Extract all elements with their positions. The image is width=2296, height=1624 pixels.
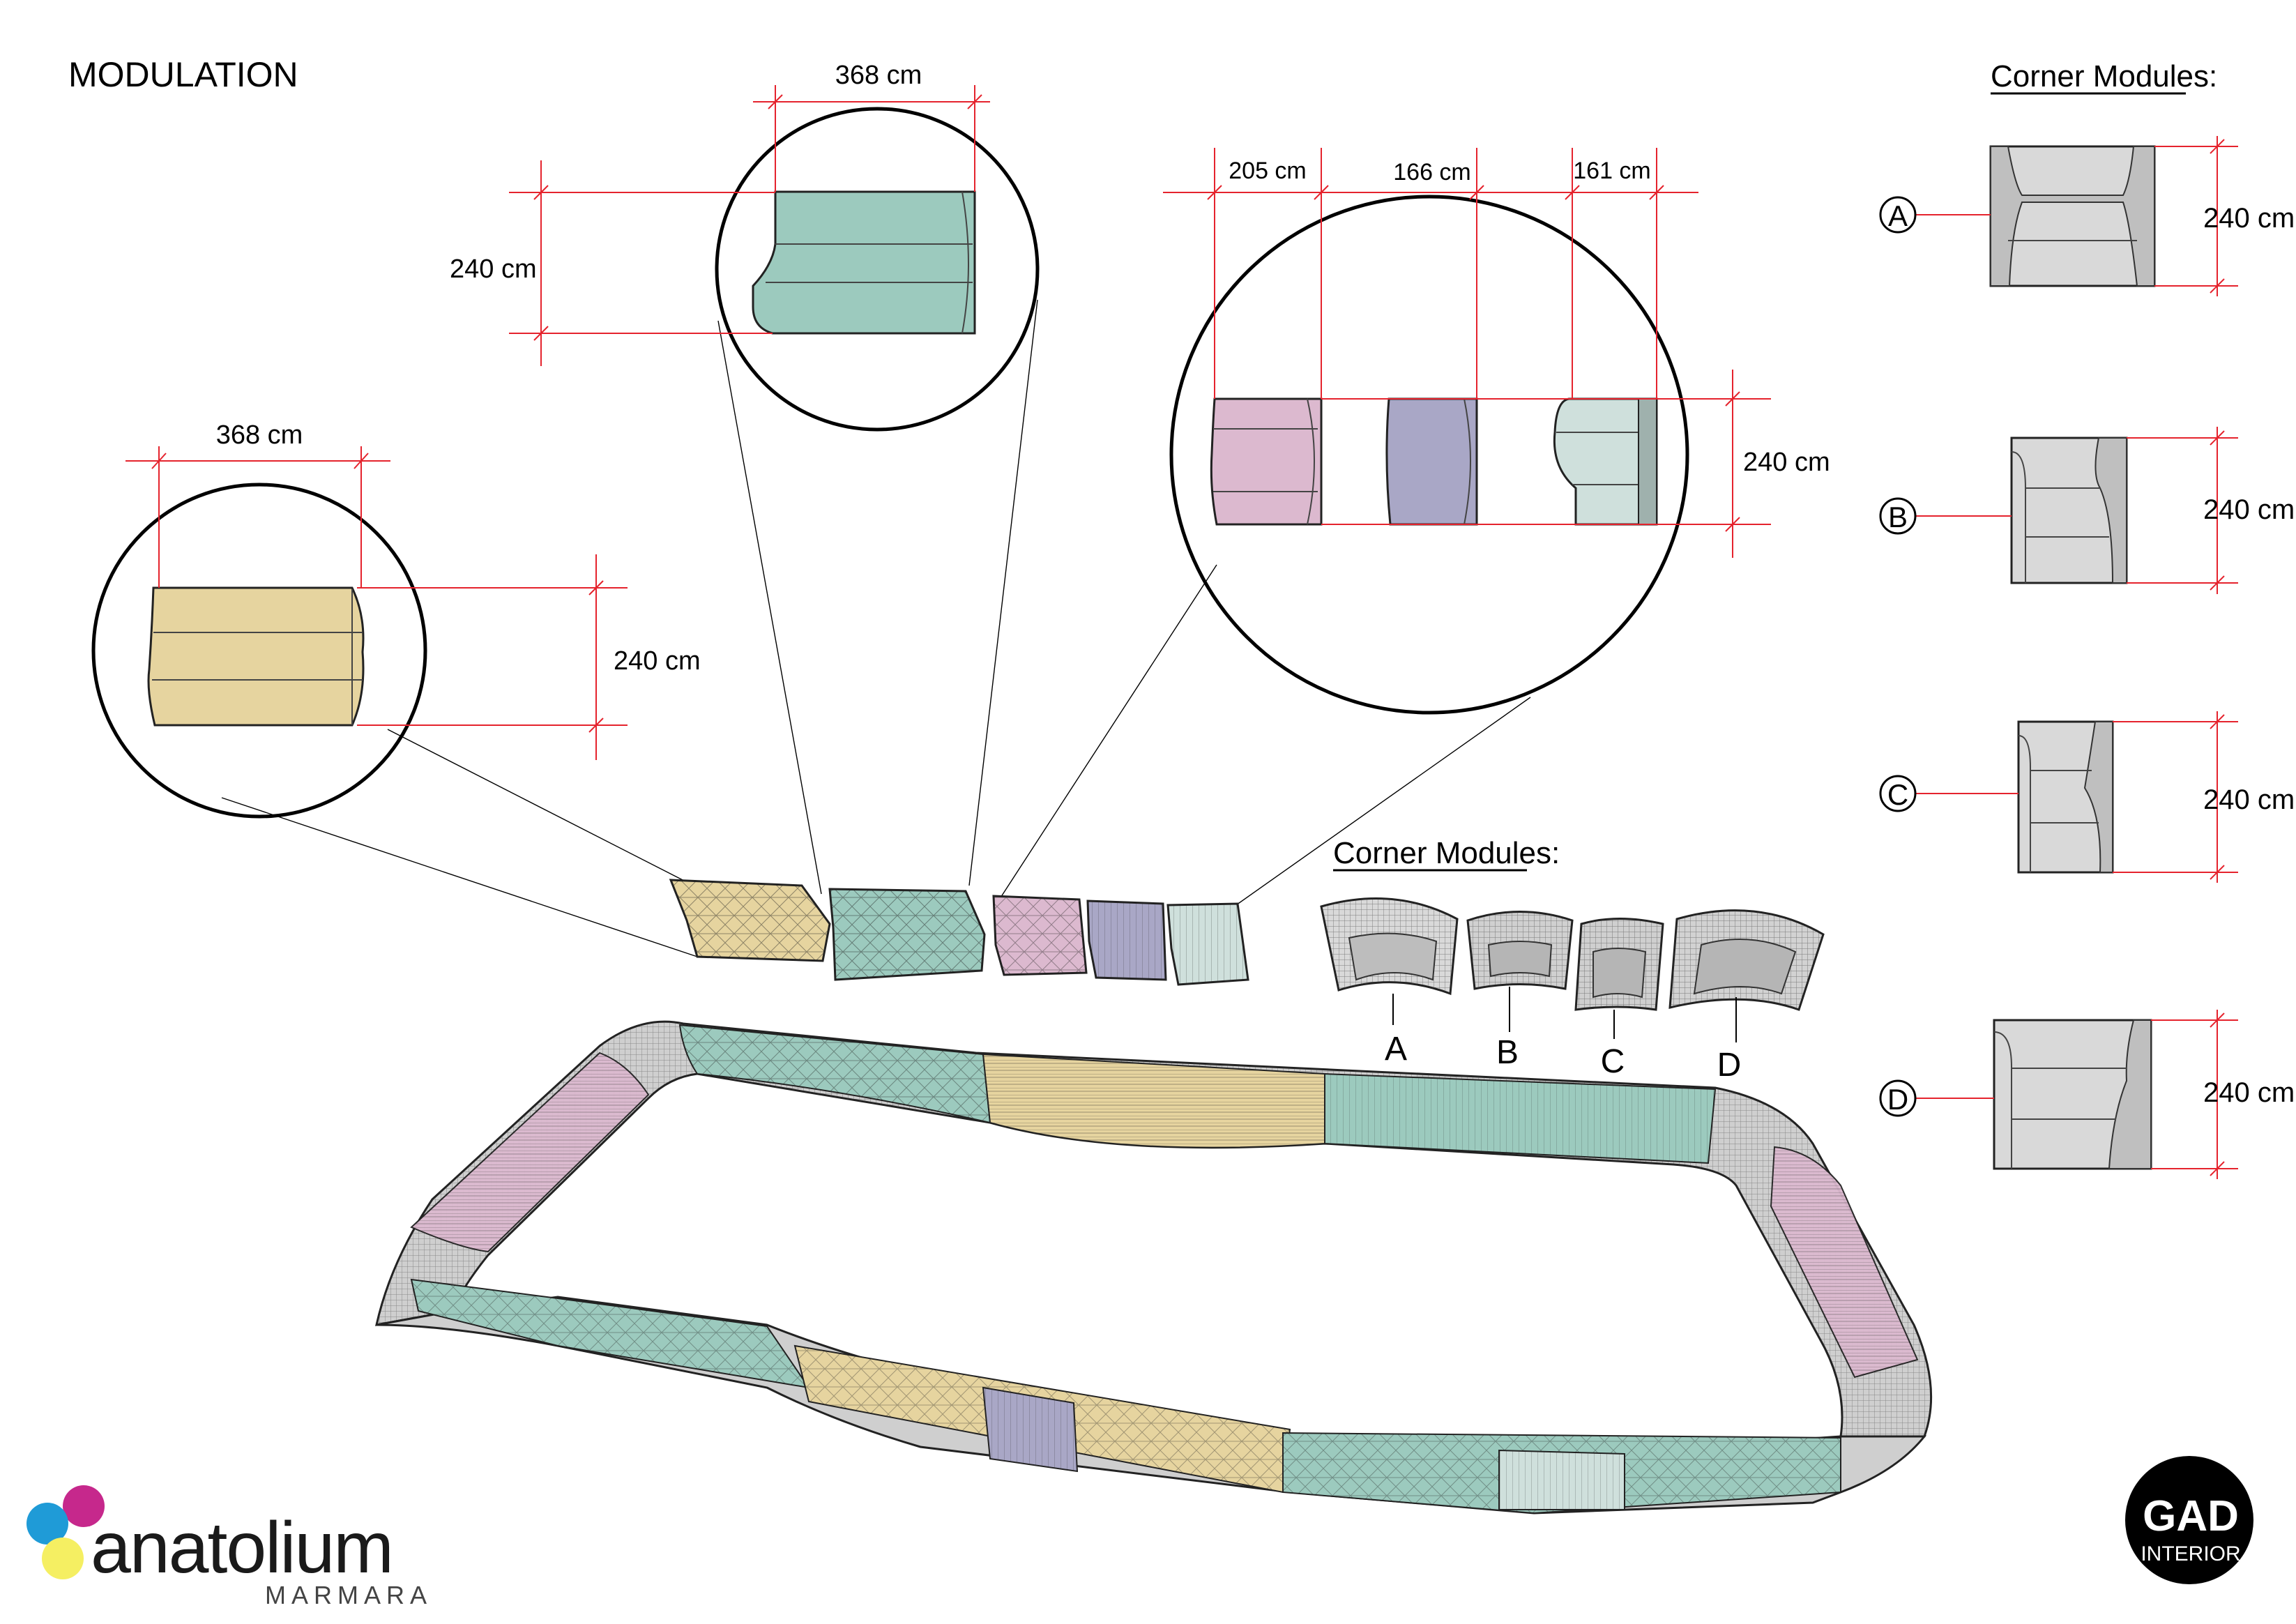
- logo-dot-cyan: [26, 1503, 68, 1545]
- detail-circle-top: 368 cm 240 cm: [450, 61, 1040, 432]
- dim-right-w1: 205 cm: [1229, 158, 1307, 184]
- corner-label-mid-d: D: [1717, 1047, 1742, 1084]
- corner-plan-a-depth: 240 cm: [2203, 203, 2295, 234]
- pink-module-plan: [1210, 397, 1323, 526]
- page-title: MODULATION: [68, 55, 298, 94]
- badge-top: GAD: [2143, 1492, 2239, 1540]
- detail-circle-left: 368 cm 240 cm: [91, 420, 701, 819]
- leader-lines: [221, 299, 1531, 957]
- module-3d-sand: [669, 879, 831, 962]
- logo-sub: MARMARA: [265, 1581, 432, 1609]
- corner-plan-b-letter: B: [1888, 501, 1908, 533]
- lavender-module-plan: [1385, 397, 1478, 526]
- corner-module-3d-c: [1574, 918, 1664, 1011]
- badge-bottom: INTERIOR: [2141, 1542, 2240, 1565]
- corner-plan-d: D 240 cm: [1879, 1010, 2295, 1179]
- teal-module-plan: [752, 190, 976, 335]
- corner-modules-heading-right: Corner Modules:: [1991, 59, 2217, 93]
- corner-module-3d-b: [1466, 911, 1574, 990]
- corner-plan-c-letter: C: [1887, 778, 1908, 811]
- logo-dot-magenta: [63, 1485, 105, 1527]
- corner-label-mid-b: B: [1496, 1034, 1519, 1071]
- corner-plan-b: B 240 cm: [1879, 427, 2295, 594]
- corner-modules-3d: A B C D: [1320, 897, 1825, 1084]
- mint-module-plan: [1553, 397, 1658, 526]
- corner-plan-c-depth: 240 cm: [2203, 784, 2295, 815]
- dim-left-width: 368 cm: [216, 420, 303, 450]
- corner-plan-a: A 240 cm: [1879, 136, 2295, 296]
- corner-plan-c: C 240 cm: [1879, 711, 2295, 883]
- dim-left-depth: 240 cm: [614, 646, 701, 676]
- logo-brand: anatolium: [91, 1508, 393, 1588]
- module-row-3d: [669, 879, 1249, 986]
- module-3d-mint: [1166, 902, 1249, 986]
- corner-plan-b-depth: 240 cm: [2203, 494, 2295, 525]
- module-3d-teal: [828, 888, 986, 981]
- logo-dot-yellow: [42, 1538, 84, 1579]
- corner-label-mid-a: A: [1385, 1031, 1407, 1068]
- corner-module-3d-d: [1668, 909, 1825, 1011]
- corner-module-3d-a: [1320, 897, 1459, 996]
- ring-bottom-band: [376, 1278, 1927, 1515]
- anatolium-logo: anatolium MARMARA: [26, 1485, 432, 1609]
- module-3d-pink: [992, 895, 1088, 976]
- dim-top-width: 368 cm: [835, 61, 922, 90]
- corner-modules-heading-mid: Corner Modules:: [1333, 836, 1560, 870]
- assembled-sofa-ring: [375, 1020, 1933, 1515]
- corner-label-mid-c: C: [1601, 1043, 1625, 1080]
- corner-plan-d-depth: 240 cm: [2203, 1077, 2295, 1108]
- detail-circle-right: 240 cm 205 cm 166 cm 161 cm: [1163, 148, 1830, 715]
- dim-right-w3: 161 cm: [1573, 158, 1651, 184]
- sand-module-plan: [147, 586, 365, 727]
- dim-right-w2: 166 cm: [1393, 159, 1471, 185]
- gad-interior-badge: GAD INTERIOR: [2125, 1456, 2253, 1584]
- dim-right-depth: 240 cm: [1743, 448, 1830, 477]
- dim-top-depth: 240 cm: [450, 255, 537, 284]
- corner-plan-d-letter: D: [1887, 1083, 1908, 1116]
- module-3d-lavender: [1086, 900, 1167, 981]
- corner-plan-a-letter: A: [1888, 199, 1908, 232]
